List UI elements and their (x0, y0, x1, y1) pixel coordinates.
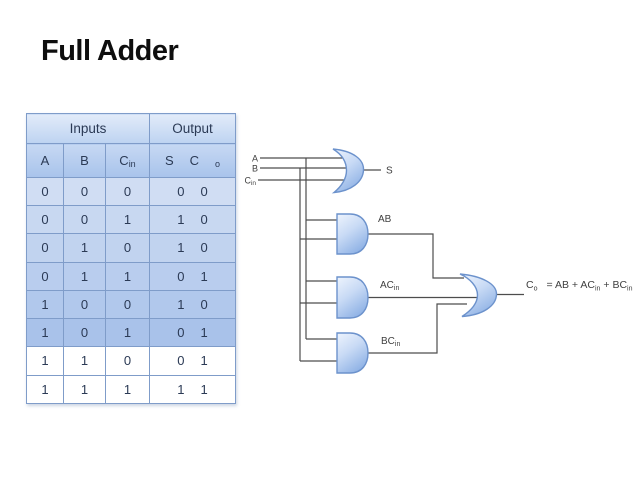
cell-cin: 1 (105, 261, 150, 291)
cell-b: 1 (63, 346, 106, 376)
cell-b: 1 (63, 233, 106, 263)
cell-a: 0 (26, 233, 64, 263)
input-cin-label: Cin (244, 176, 256, 188)
and-gate-ab-shape (336, 213, 369, 255)
wire-and3-output (367, 303, 467, 354)
cell-cin: 1 (105, 318, 150, 348)
and1-output-label: AB (378, 214, 392, 225)
cell-a: 0 (26, 176, 64, 206)
output-header: Output (149, 112, 236, 145)
page-title: Full Adder (41, 35, 179, 67)
input-a-label: A (252, 154, 258, 164)
col-header-cin: Cin (105, 143, 150, 178)
table-header-group-row: Inputs Output (26, 112, 236, 145)
wire-and1-output (367, 233, 464, 279)
col-header-b: B (63, 143, 106, 178)
cell-a: 1 (26, 289, 64, 320)
sum-output-label: S (386, 166, 393, 177)
cell-b: 1 (63, 261, 106, 291)
and3-output-label: BCin (381, 336, 400, 348)
cell-a: 0 (26, 261, 64, 291)
cell-cin: 0 (105, 346, 150, 376)
and-gate-acin-shape (336, 276, 369, 319)
cell-b: 0 (63, 289, 106, 320)
cell-a: 1 (26, 346, 64, 376)
cell-b: 1 (63, 374, 106, 405)
cell-a: 1 (26, 374, 64, 405)
cell-cin: 0 (105, 176, 150, 206)
inputs-header: Inputs (26, 112, 150, 145)
and-gate-bcin-shape (336, 332, 369, 374)
and2-output-label: ACin (380, 280, 399, 292)
xor-gate-sum-shape (331, 148, 365, 194)
cell-a: 1 (26, 318, 64, 348)
cell-b: 0 (63, 318, 106, 348)
cell-cin: 1 (105, 374, 150, 405)
or-gate-carry-shape (459, 273, 498, 318)
input-b-label: B (252, 164, 258, 174)
carry-output-formula: Co= AB + ACin+ BCin (526, 279, 633, 293)
